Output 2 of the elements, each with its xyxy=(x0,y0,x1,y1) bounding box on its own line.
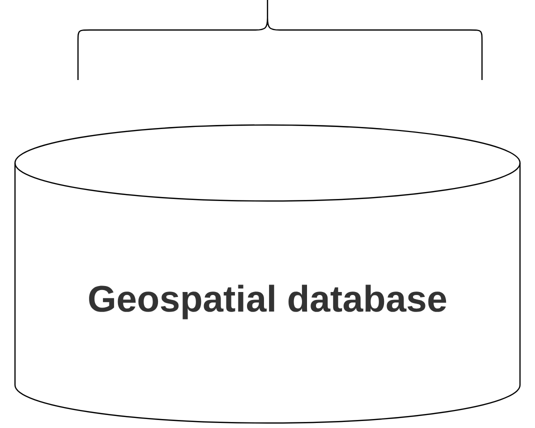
node-label: Geospatial database xyxy=(89,284,446,320)
database-cylinder: Geospatial database xyxy=(14,124,521,424)
